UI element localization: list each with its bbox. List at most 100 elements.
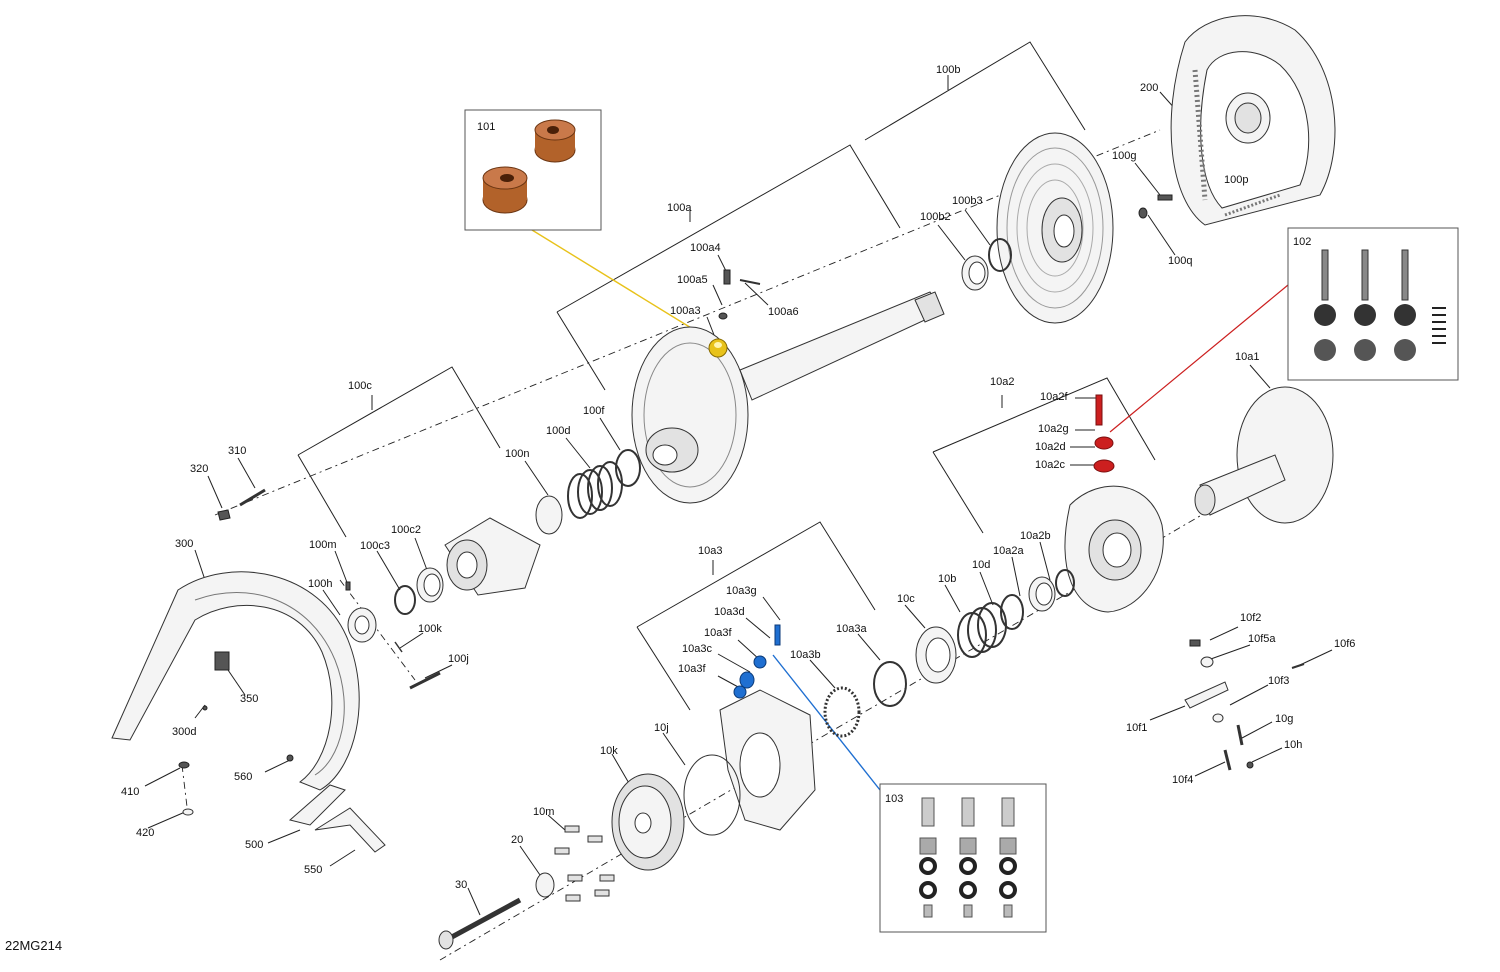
ring-100f: [615, 449, 641, 487]
pin-10g: [1236, 724, 1244, 746]
label-20: 20: [511, 834, 523, 846]
blue-rollers: [733, 624, 781, 699]
label-500: 500: [245, 839, 263, 851]
label-100p: 100p: [1224, 174, 1248, 186]
ring-100c3: [394, 585, 416, 615]
ring-10a3a: [873, 661, 907, 707]
label-100k: 100k: [418, 623, 442, 635]
inset-101: [464, 109, 602, 231]
label-100c3: 100c3: [360, 540, 390, 552]
movable-sheave-10a2: [1064, 485, 1164, 613]
label-10a2d: 10a2d: [1035, 441, 1066, 453]
bracket-500: [288, 784, 346, 826]
label-10b: 10b: [938, 573, 956, 585]
label-100f: 100f: [583, 405, 605, 417]
label-100q: 100q: [1168, 255, 1192, 267]
label-420: 420: [136, 827, 154, 839]
label-10a2f: 10a2f: [1040, 391, 1068, 403]
label-100c2: 100c2: [391, 524, 421, 536]
label-10k: 10k: [600, 745, 618, 757]
bushing-100c2: [416, 567, 444, 603]
label-10a3d: 10a3d: [714, 606, 745, 618]
clip-350: [214, 651, 230, 671]
bolt-410: [178, 761, 190, 769]
bolt-310: [239, 488, 266, 507]
screw-10h: [1246, 761, 1254, 769]
label-101: 101: [477, 121, 495, 133]
label-350: 350: [240, 693, 258, 705]
label-100d: 100d: [546, 425, 570, 437]
label-10g: 10g: [1275, 713, 1293, 725]
gasket-10j: [683, 754, 741, 836]
spring-100d: [567, 461, 623, 519]
label-100a6: 100a6: [768, 306, 799, 318]
cam-100c: [444, 517, 541, 596]
roller-100a3: [708, 338, 728, 358]
label-100h: 100h: [308, 578, 332, 590]
bearing-10c: [915, 626, 957, 684]
washer-100a5: [718, 312, 728, 320]
label-200: 200: [1140, 82, 1158, 94]
washer-100q: [1138, 207, 1148, 219]
label-10a1: 10a1: [1235, 351, 1259, 363]
spring-10b: [957, 602, 1007, 658]
label-10f6: 10f6: [1334, 638, 1355, 650]
label-10m: 10m: [533, 806, 554, 818]
label-10j: 10j: [654, 722, 669, 734]
washer-100n: [535, 495, 563, 535]
label-10a3: 10a3: [698, 545, 722, 557]
label-10a2a: 10a2a: [993, 545, 1024, 557]
label-560: 560: [234, 771, 252, 783]
label-10a2g: 10a2g: [1038, 423, 1069, 435]
label-10d: 10d: [972, 559, 990, 571]
callout-line-102: [1109, 284, 1289, 433]
diagram-code: 22MG214: [5, 938, 62, 953]
label-300: 300: [175, 538, 193, 550]
pin-100k: [394, 641, 403, 653]
driven-sheave: [996, 132, 1114, 324]
label-10f4: 10f4: [1172, 774, 1193, 786]
gear-10a3b: [823, 686, 861, 738]
washer-20: [535, 872, 555, 898]
bolt-30: [438, 897, 522, 950]
red-rollers: [1093, 394, 1115, 473]
drive-sheave-10a1: [1194, 386, 1334, 524]
label-10f3: 10f3: [1268, 675, 1289, 687]
group-brackets: [297, 41, 1156, 711]
belt-guard: [111, 571, 360, 791]
label-103: 103: [885, 793, 903, 805]
label-10f5a: 10f5a: [1248, 633, 1276, 645]
inset-102: [1287, 227, 1459, 381]
cover-10k: [611, 773, 685, 871]
bearing-100p: [1225, 92, 1271, 144]
label-410: 410: [121, 786, 139, 798]
ring-100b3: [988, 238, 1012, 272]
driven-shaft: [739, 291, 945, 401]
nut-320: [217, 509, 231, 521]
screw-10f2: [1189, 639, 1201, 647]
label-100c: 100c: [348, 380, 372, 392]
bracket-550: [314, 807, 386, 853]
label-100m: 100m: [309, 539, 337, 551]
screw-560: [286, 754, 294, 762]
label-10a3b: 10a3b: [790, 649, 821, 661]
label-10c: 10c: [897, 593, 915, 605]
screw-100a4: [723, 269, 731, 285]
label-100j: 100j: [448, 653, 469, 665]
label-100b2: 100b2: [920, 211, 951, 223]
washer-10f3: [1212, 713, 1224, 723]
pin-10f6: [1291, 663, 1305, 669]
label-10a3f-1: 10a3f: [704, 627, 732, 639]
label-100a4: 100a4: [690, 242, 721, 254]
label-100b: 100b: [936, 64, 960, 76]
label-310: 310: [228, 445, 246, 457]
pin-10f4: [1223, 749, 1232, 771]
label-300d: 300d: [172, 726, 196, 738]
retainer-100h: [347, 607, 377, 643]
label-10a2c: 10a2c: [1035, 459, 1065, 471]
label-320: 320: [190, 463, 208, 475]
label-10f1: 10f1: [1126, 722, 1147, 734]
label-100b3: 100b3: [952, 195, 983, 207]
label-102: 102: [1293, 236, 1311, 248]
